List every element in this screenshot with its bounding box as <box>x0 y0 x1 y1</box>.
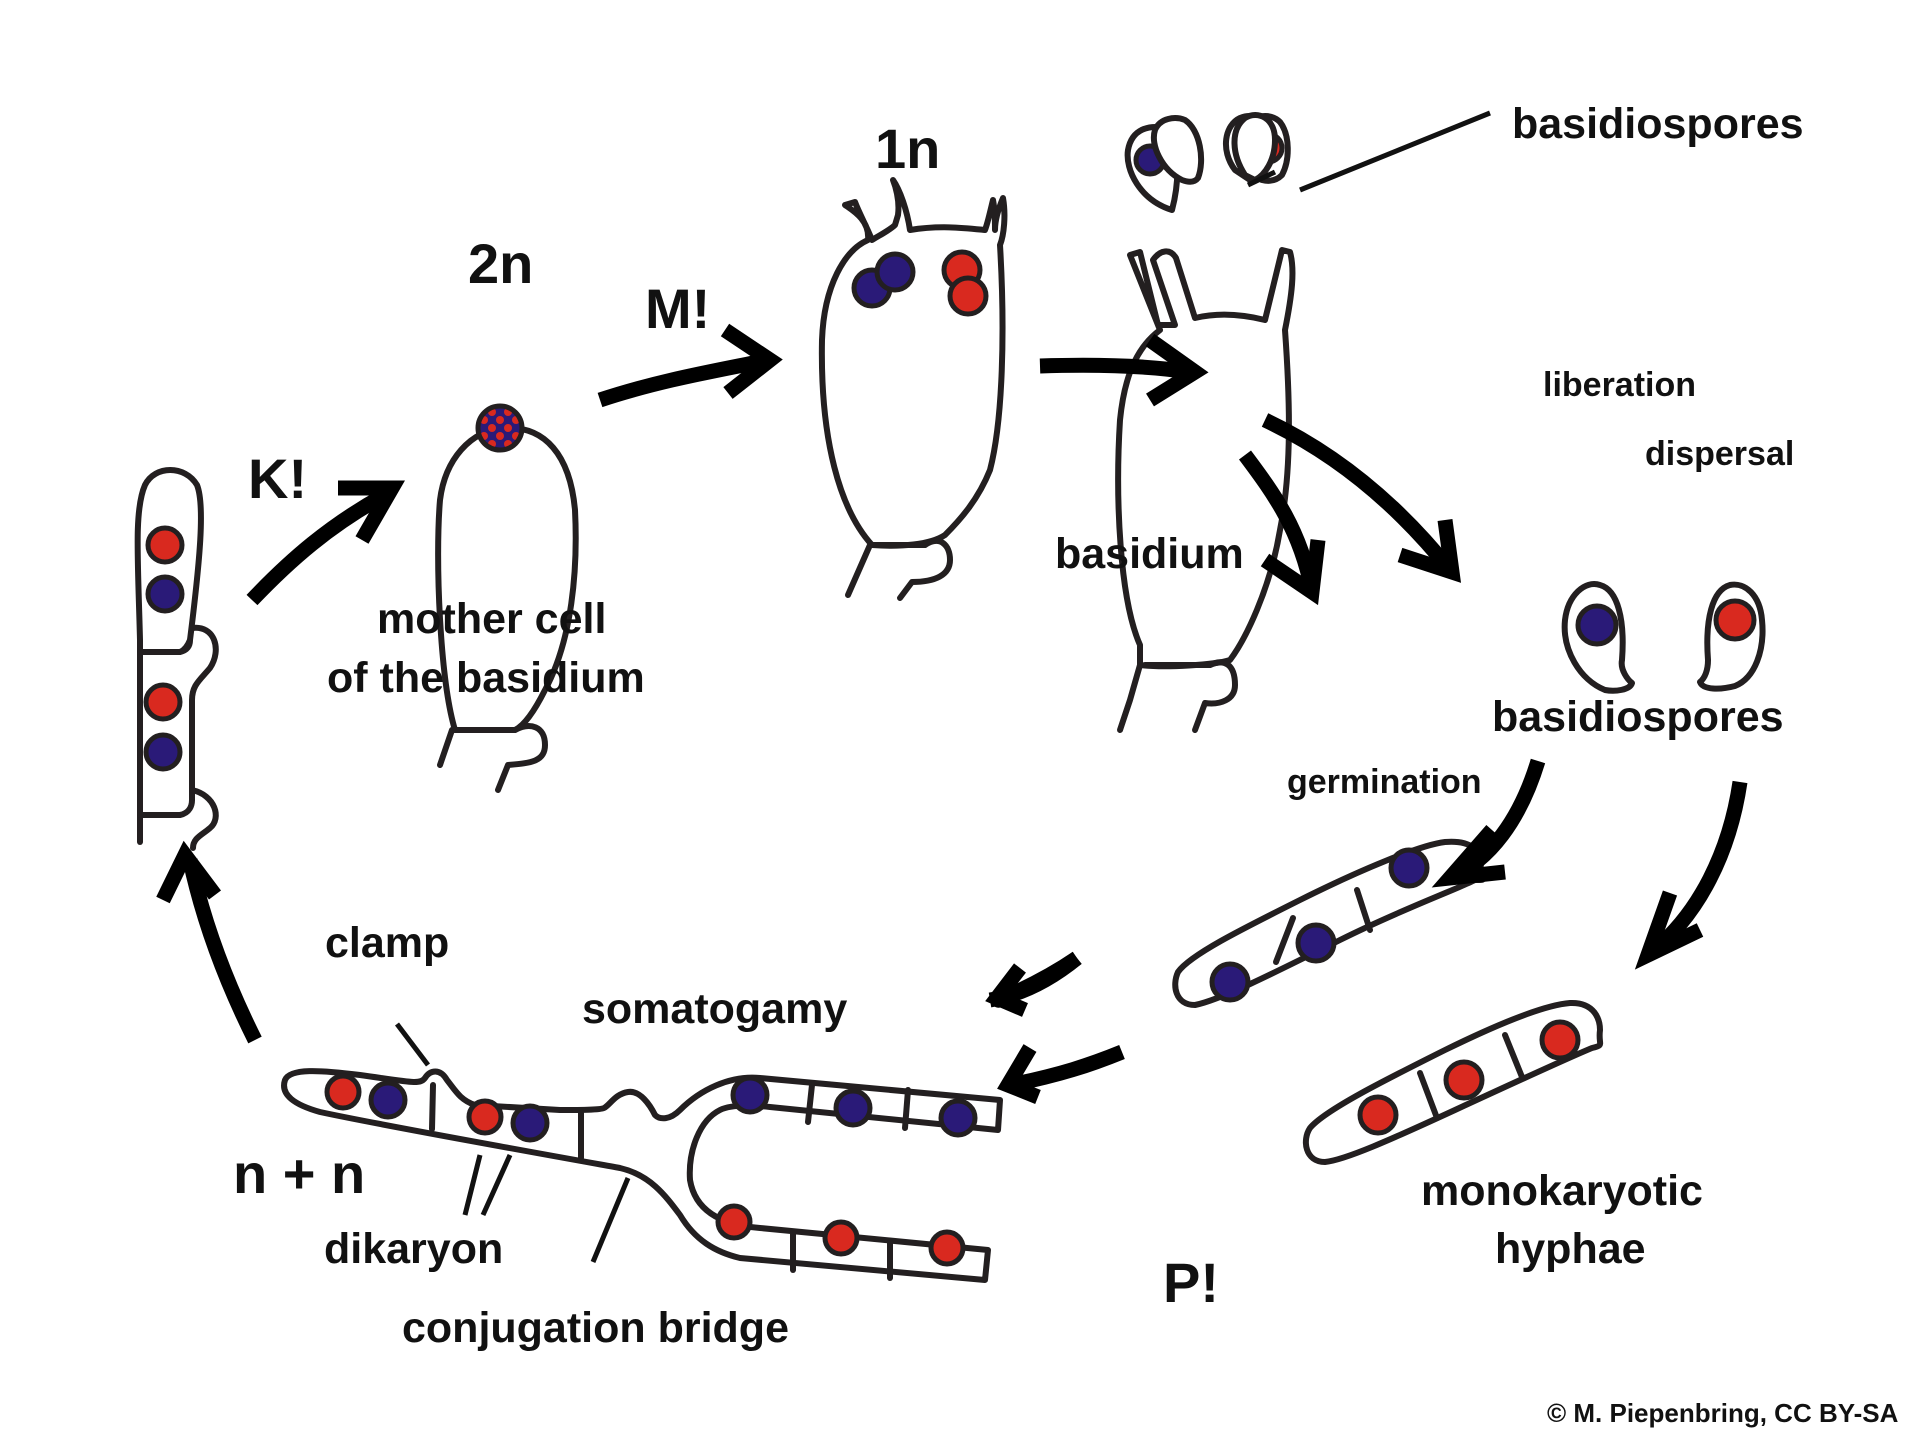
arrow-spore-formation <box>1039 333 1209 407</box>
nucleus-blue <box>1209 961 1251 1003</box>
nucleus-red <box>324 1073 362 1111</box>
label-somatogamy: somatogamy <box>582 985 847 1033</box>
label-1n: 1n <box>875 117 940 180</box>
basidiospore-attached <box>1231 111 1278 183</box>
label-dikaryon: dikaryon <box>324 1225 503 1273</box>
basidiospores-pointer-line <box>1246 169 1277 188</box>
basidiospores-pointer-line <box>1299 110 1491 193</box>
nucleus-blue <box>874 251 916 293</box>
nucleus-blue <box>833 1088 873 1128</box>
arrow-return-to-basidium <box>156 840 262 1044</box>
clamp-connection <box>189 787 219 851</box>
nucleus-blue <box>510 1103 550 1143</box>
arrow-germination-blue <box>1431 758 1546 888</box>
label-basidiospores-mid: basidiospores <box>1492 693 1784 741</box>
clamp-pointer-line <box>395 1022 430 1067</box>
nucleus-red <box>822 1219 860 1257</box>
basidium-mother-cell <box>435 403 579 793</box>
dikaryon-pointer-line <box>480 1153 513 1217</box>
arrow-somatogamy-blue <box>985 951 1082 1017</box>
mature-basidium <box>1115 111 1296 733</box>
label-karyogamy: K! <box>248 447 307 510</box>
free-basidiospore-red <box>1697 581 1766 692</box>
basidiospore-attached <box>1124 115 1205 213</box>
monokaryotic-hypha-red <box>1302 999 1604 1165</box>
nucleus-blue <box>1295 922 1337 964</box>
label-plasmogamy: P! <box>1163 1251 1219 1314</box>
arrow-meiosis <box>597 323 783 408</box>
label-liberation: liberation <box>1543 366 1696 404</box>
arrow-germination-red <box>1634 780 1748 970</box>
conjugation-bridge-pointer-line <box>590 1177 631 1263</box>
label-germination: germination <box>1287 763 1482 801</box>
nucleus-blue <box>145 574 185 614</box>
label-clamp: clamp <box>325 919 449 967</box>
arrow-dispersal <box>1261 413 1462 583</box>
label-dispersal: dispersal <box>1645 435 1794 473</box>
free-basidiospore-blue <box>1561 581 1635 694</box>
nucleus-red <box>1539 1019 1581 1061</box>
label-basidium: basidium <box>1055 530 1244 578</box>
nucleus-red <box>1357 1094 1399 1136</box>
arrow-plasmogamy-red <box>997 1044 1125 1104</box>
nucleus-red <box>947 275 989 317</box>
copyright-notice: © M. Piepenbring, CC BY-SA <box>1547 1398 1899 1428</box>
nucleus-blue <box>938 1098 978 1138</box>
label-meiosis: M! <box>645 277 710 340</box>
label-2n: 2n <box>468 232 533 295</box>
dikaryotic-mycelium <box>281 1068 1003 1283</box>
nucleus-red <box>466 1098 504 1136</box>
nucleus-red <box>715 1203 753 1241</box>
nucleus-blue <box>1388 847 1430 889</box>
label-monokaryotic: monokaryotic <box>1421 1167 1703 1215</box>
nucleus-red <box>1713 598 1757 642</box>
nucleus-blue <box>730 1075 770 1115</box>
nucleus-red <box>928 1229 966 1267</box>
label-mother-cell-line2: of the basidium <box>327 654 645 702</box>
nucleus-red <box>1443 1059 1485 1101</box>
dikaryotic-hypha-tip <box>134 467 219 851</box>
dikaryon-pointer-line <box>462 1154 483 1216</box>
clamp-connection <box>189 624 219 803</box>
nucleus-red <box>143 682 183 722</box>
arrow-karyogamy <box>246 480 405 606</box>
label-n-plus-n: n + n <box>233 1142 365 1205</box>
monokaryotic-hypha-blue <box>1172 838 1486 1008</box>
label-mother-cell-line1: mother cell <box>377 595 606 643</box>
label-conjugation-bridge: conjugation bridge <box>402 1304 789 1352</box>
label-hyphae: hyphae <box>1495 1225 1646 1273</box>
diploid-fusion-nucleus <box>475 403 525 453</box>
arrow-liberation <box>1238 450 1326 606</box>
young-basidium <box>818 177 1008 601</box>
nucleus-blue <box>1575 603 1619 647</box>
label-basidiospores-top: basidiospores <box>1512 100 1804 148</box>
nucleus-blue <box>143 732 183 772</box>
nucleus-red <box>145 525 185 565</box>
nucleus-blue <box>368 1080 408 1120</box>
